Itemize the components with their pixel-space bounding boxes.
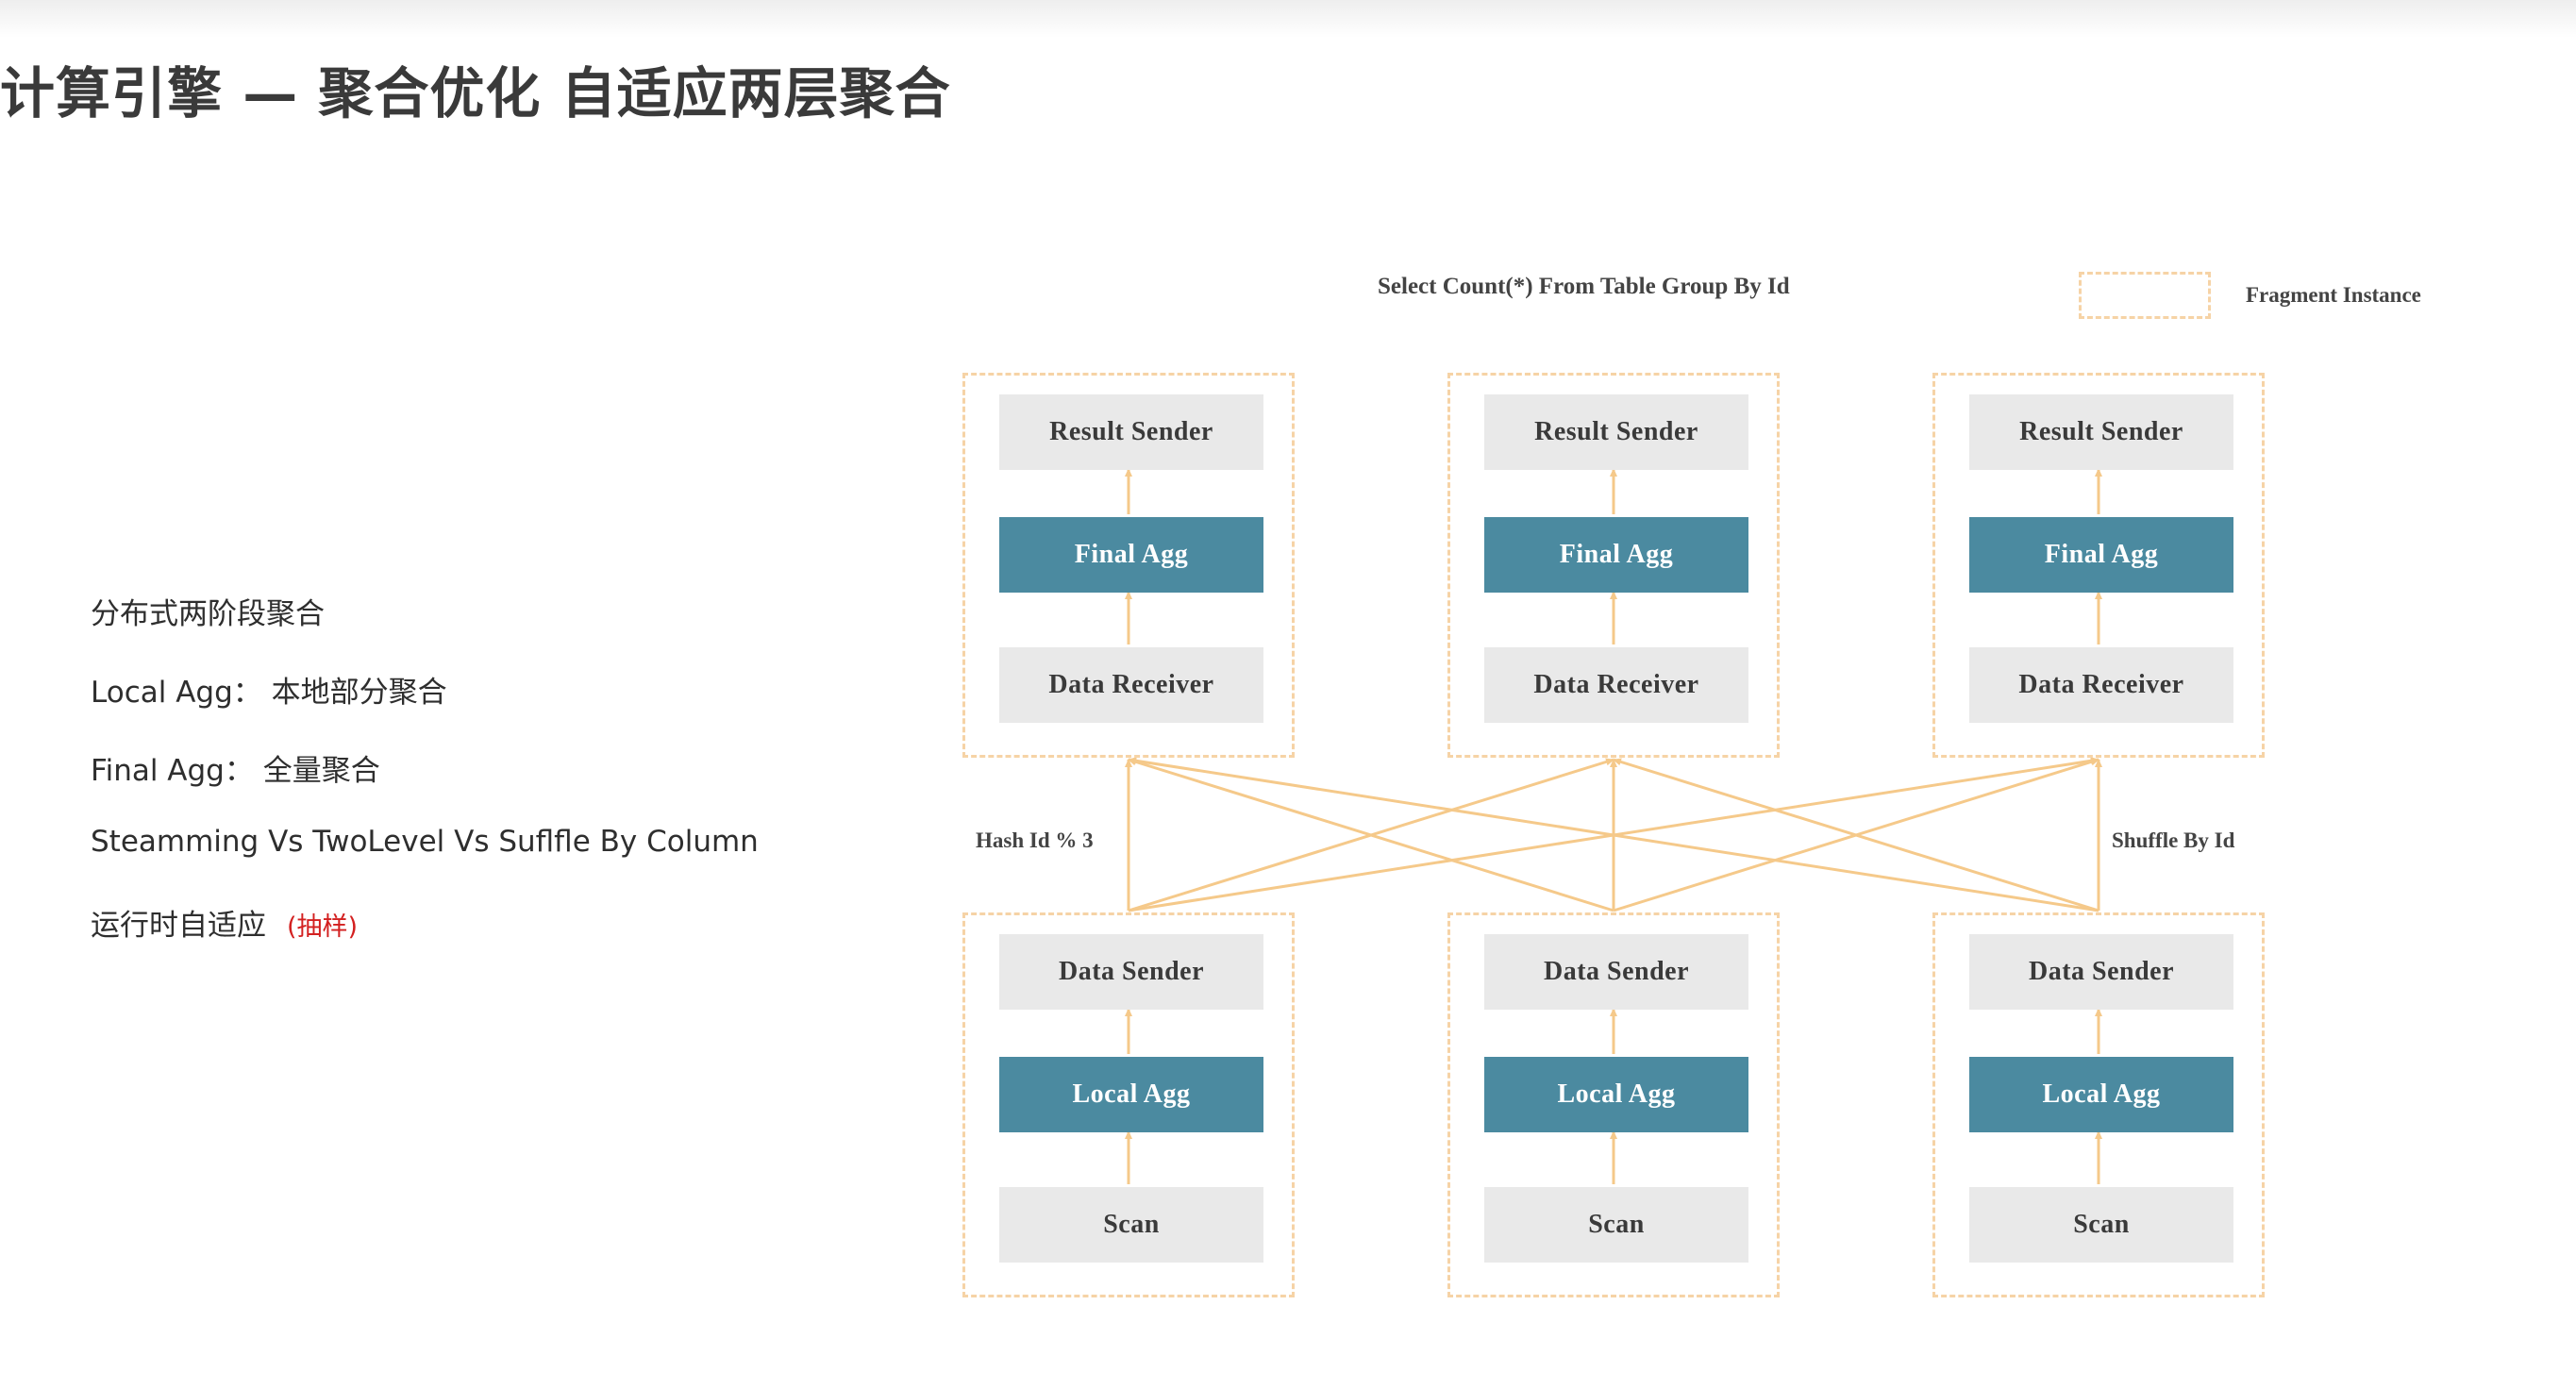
- slide-top-band: [0, 0, 2576, 38]
- final-agg-node: Final Agg: [999, 517, 1263, 593]
- upper-fragment-1: Result Sender Final Agg Data Receiver: [962, 373, 1295, 758]
- lower-fragment-3: Data Sender Local Agg Scan: [1932, 912, 2265, 1297]
- result-sender-node: Result Sender: [1484, 394, 1748, 470]
- final-agg-node: Final Agg: [1969, 517, 2233, 593]
- final-agg-node: Final Agg: [1484, 517, 1748, 593]
- hash-edge-label: Hash Id % 3: [976, 828, 1094, 852]
- shuffle-edge-label: Shuffle By Id: [2112, 828, 2235, 852]
- note-two-phase-agg: 分布式两阶段聚合: [91, 597, 325, 631]
- shuffle-arrow: [1613, 758, 2099, 912]
- scan-node: Scan: [999, 1187, 1263, 1263]
- upper-fragment-3: Result Sender Final Agg Data Receiver: [1932, 373, 2265, 758]
- note-runtime-adaptive-text: 运行时自适应: [91, 909, 266, 943]
- lower-fragment-1: Data Sender Local Agg Scan: [962, 912, 1295, 1297]
- note-comparison: Steamming Vs TwoLevel Vs Suflfle By Colu…: [91, 825, 759, 859]
- scan-node: Scan: [1969, 1187, 2233, 1263]
- result-sender-node: Result Sender: [1969, 394, 2233, 470]
- lower-fragment-2: Data Sender Local Agg Scan: [1447, 912, 1780, 1297]
- local-agg-node: Local Agg: [1484, 1057, 1748, 1132]
- aggregation-diagram: Select Count(*) From Table Group By Id F…: [962, 255, 2453, 1330]
- scan-node: Scan: [1484, 1187, 1748, 1263]
- note-final-agg: Final Agg： 全量聚合: [91, 754, 380, 788]
- shuffle-arrow: [1128, 758, 1614, 912]
- note-runtime-adaptive: 运行时自适应 (抽样): [91, 901, 358, 944]
- result-sender-node: Result Sender: [999, 394, 1263, 470]
- legend-fragment-label: Fragment Instance: [2246, 283, 2421, 307]
- diagram-query-title: Select Count(*) From Table Group By Id: [1378, 274, 1790, 299]
- data-receiver-node: Data Receiver: [1969, 647, 2233, 723]
- legend-fragment-swatch: [2079, 272, 2211, 319]
- data-sender-node: Data Sender: [1969, 934, 2233, 1010]
- data-receiver-node: Data Receiver: [999, 647, 1263, 723]
- note-sampling-highlight: (抽样): [287, 912, 359, 942]
- data-receiver-node: Data Receiver: [1484, 647, 1748, 723]
- shuffle-arrow: [1128, 757, 2099, 912]
- note-local-agg: Local Agg： 本地部分聚合: [91, 676, 447, 710]
- local-agg-node: Local Agg: [1969, 1057, 2233, 1132]
- local-agg-node: Local Agg: [999, 1057, 1263, 1132]
- data-sender-node: Data Sender: [1484, 934, 1748, 1010]
- upper-fragment-2: Result Sender Final Agg Data Receiver: [1447, 373, 1780, 758]
- slide-title: 计算引擎 — 聚合优化 自适应两层聚合: [0, 61, 951, 126]
- data-sender-node: Data Sender: [999, 934, 1263, 1010]
- diagram-arrows: [1125, 468, 2102, 1184]
